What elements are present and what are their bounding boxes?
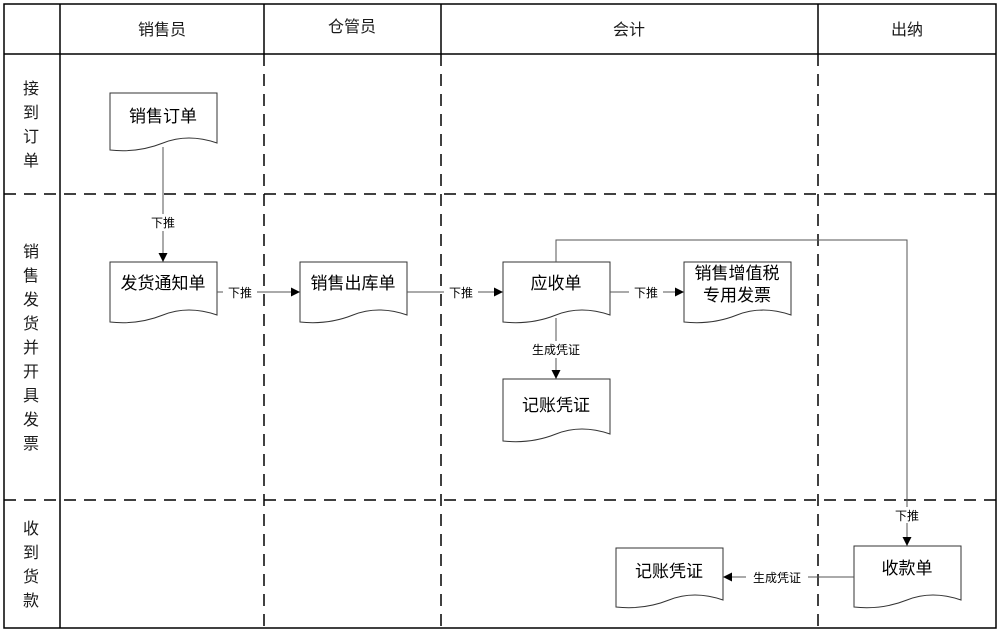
label-bg	[223, 284, 257, 300]
swimlane-grid	[3, 3, 997, 629]
doc-shape-vat-invoice	[683, 261, 792, 324]
label-bg	[746, 569, 808, 585]
doc-label-receivable: 应收单	[531, 274, 582, 294]
label-bg	[444, 284, 478, 300]
doc-label-sales-order: 销售订单	[129, 107, 197, 127]
doc-label-voucher-accountant: 记账凭证	[522, 396, 590, 416]
edge-label-receivable-to-invoice: 下推	[634, 286, 658, 300]
edge-label-gen-voucher-accountant: 生成凭证	[532, 342, 580, 357]
doc-shape-receipt	[853, 545, 962, 609]
label-bg	[146, 214, 180, 231]
doc-voucher-cashier: 记账凭证	[615, 547, 724, 609]
doc-vat-invoice: 销售增值税 专用发票	[683, 261, 792, 324]
role-accountant: 会计	[613, 20, 645, 39]
role-headers: 销售员 仓管员 会计 出纳	[138, 17, 923, 39]
label-bg	[890, 507, 924, 523]
edge-label-gen-voucher-cashier: 生成凭证	[753, 570, 801, 585]
edge-label-push-to-receipt: 下推	[895, 509, 919, 523]
doc-sales-order: 销售订单	[109, 92, 218, 152]
label-bg	[629, 284, 663, 300]
doc-label-delivery-notice: 发货通知单	[121, 274, 206, 294]
role-salesperson: 销售员	[138, 20, 186, 39]
edge-label-notice-to-outbound: 下推	[228, 286, 252, 300]
doc-shape-delivery-notice	[109, 261, 218, 324]
phase-receive-order: 接到订单	[23, 79, 39, 170]
role-cashier: 出纳	[891, 20, 923, 39]
role-warehouse-keeper: 仓管员	[328, 17, 376, 36]
label-bg	[526, 341, 586, 358]
outer-border	[3, 3, 997, 629]
doc-label-vat-invoice-line1: 销售增值税	[695, 264, 780, 284]
doc-shape-sales-order	[109, 92, 218, 152]
doc-label-vat-invoice-line2: 专用发票	[703, 286, 771, 306]
doc-voucher-accountant: 记账凭证	[502, 378, 611, 443]
arrow-receivable-to-receipt	[555, 239, 912, 546]
phase-ship-and-invoice: 销售发货并开具发票	[23, 242, 39, 453]
doc-receivable: 应收单	[502, 261, 611, 324]
doc-receipt: 收款单	[853, 545, 962, 609]
edge-label-order-to-notice: 下推	[151, 216, 175, 230]
doc-delivery-notice: 发货通知单	[109, 261, 218, 324]
edge-label-outbound-to-receivable: 下推	[449, 286, 473, 300]
doc-shape-voucher-accountant	[502, 378, 611, 443]
doc-shape-voucher-cashier	[615, 547, 724, 609]
phase-receive-payment: 收到货款	[23, 519, 39, 610]
doc-label-receipt: 收款单	[882, 559, 933, 579]
doc-shape-sales-outbound	[299, 261, 408, 324]
connectors: 下推 下推 下推 下推 生成凭证 下推 生成凭证	[146, 147, 924, 585]
doc-label-voucher-cashier: 记账凭证	[635, 562, 703, 582]
doc-label-sales-outbound: 销售出库单	[311, 274, 396, 294]
doc-sales-outbound: 销售出库单	[299, 261, 408, 324]
doc-shape-receivable	[502, 261, 611, 324]
